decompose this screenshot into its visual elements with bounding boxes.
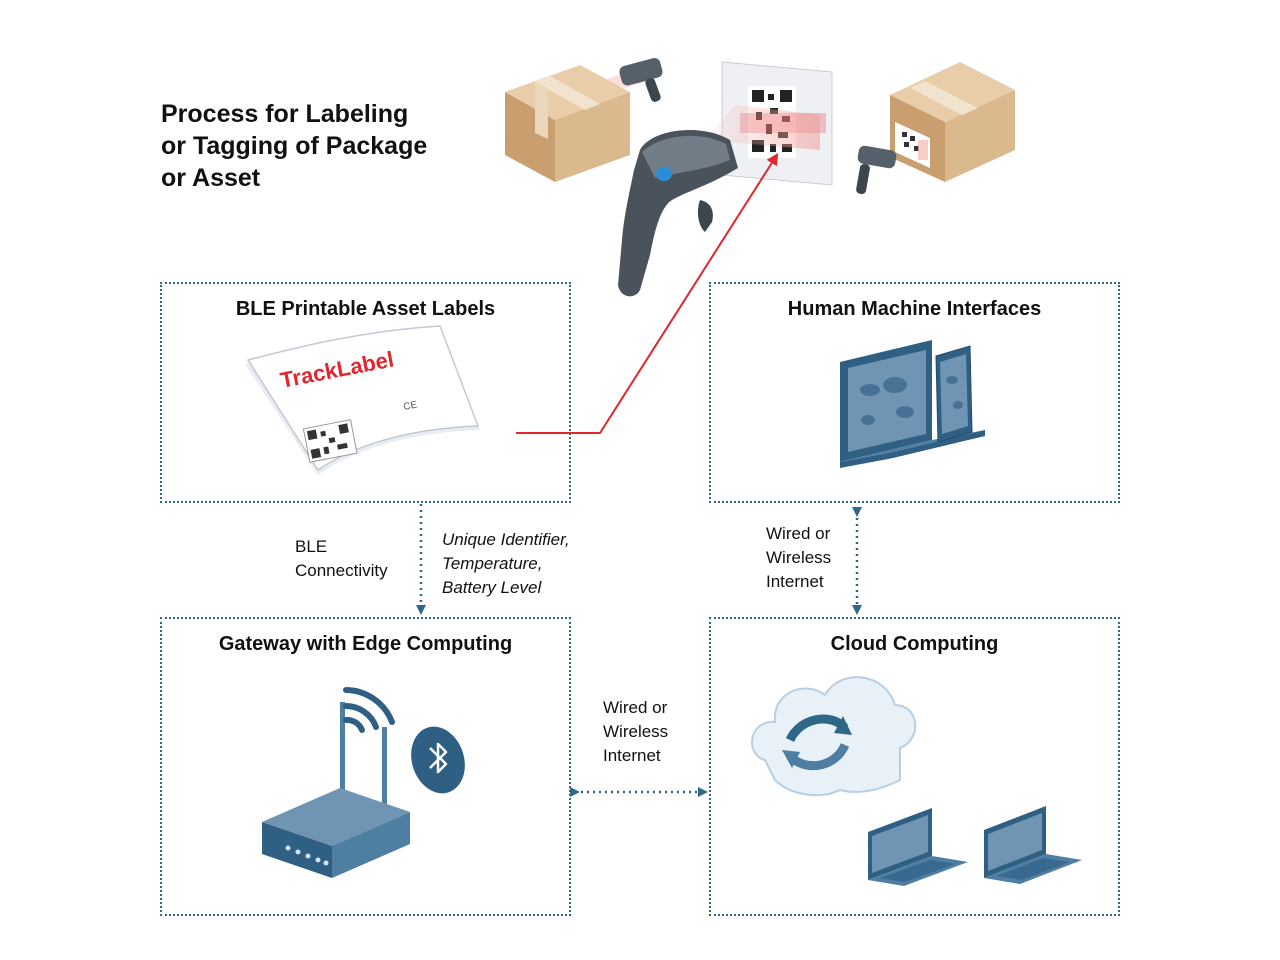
- hmi-title: Human Machine Interfaces: [787, 298, 1042, 320]
- gateway-cloud-label: Wired or Wireless Internet: [603, 698, 669, 765]
- asset-label-icon: TrackLabel CE: [245, 325, 480, 475]
- laptop-icon: [868, 808, 968, 886]
- label-ce-mark: CE: [402, 399, 418, 413]
- wifi-icon: [343, 687, 395, 733]
- barcode-scanner-icon: [618, 129, 738, 297]
- hmi-box: Human Machine Interfaces: [709, 282, 1120, 503]
- barcode-scanner-icon: [856, 145, 897, 195]
- router-icon: [262, 702, 410, 878]
- cloud-title: Cloud Computing: [830, 633, 999, 655]
- tablet-icon: [935, 345, 973, 443]
- ble-labels-box: BLE Printable Asset Labels: [160, 282, 571, 503]
- ble-data-label: Unique Identifier, Temperature, Battery …: [442, 530, 570, 597]
- package-box-icon: [890, 62, 1015, 182]
- gateway-title: Gateway with Edge Computing: [218, 633, 513, 655]
- hmi-cloud-label: Wired or Wireless Internet: [766, 524, 832, 591]
- ble-connectivity-label: BLE Connectivity: [295, 537, 388, 580]
- cloud-box: Cloud Computing: [709, 617, 1120, 916]
- laptop-icon: [840, 340, 985, 468]
- ble-labels-title: BLE Printable Asset Labels: [235, 298, 496, 320]
- diagram-title: Process for Labeling or Tagging of Packa…: [161, 100, 428, 192]
- bluetooth-icon: [411, 726, 465, 794]
- scan-beam: [705, 105, 820, 150]
- barcode-scanner-icon: [604, 57, 663, 102]
- gateway-box: Gateway with Edge Computing: [160, 617, 571, 916]
- package-box-icon: [505, 65, 630, 182]
- cloud-sync-icon: [751, 676, 917, 797]
- scan-connection-line: [516, 152, 779, 434]
- laptop-icon: [984, 806, 1082, 884]
